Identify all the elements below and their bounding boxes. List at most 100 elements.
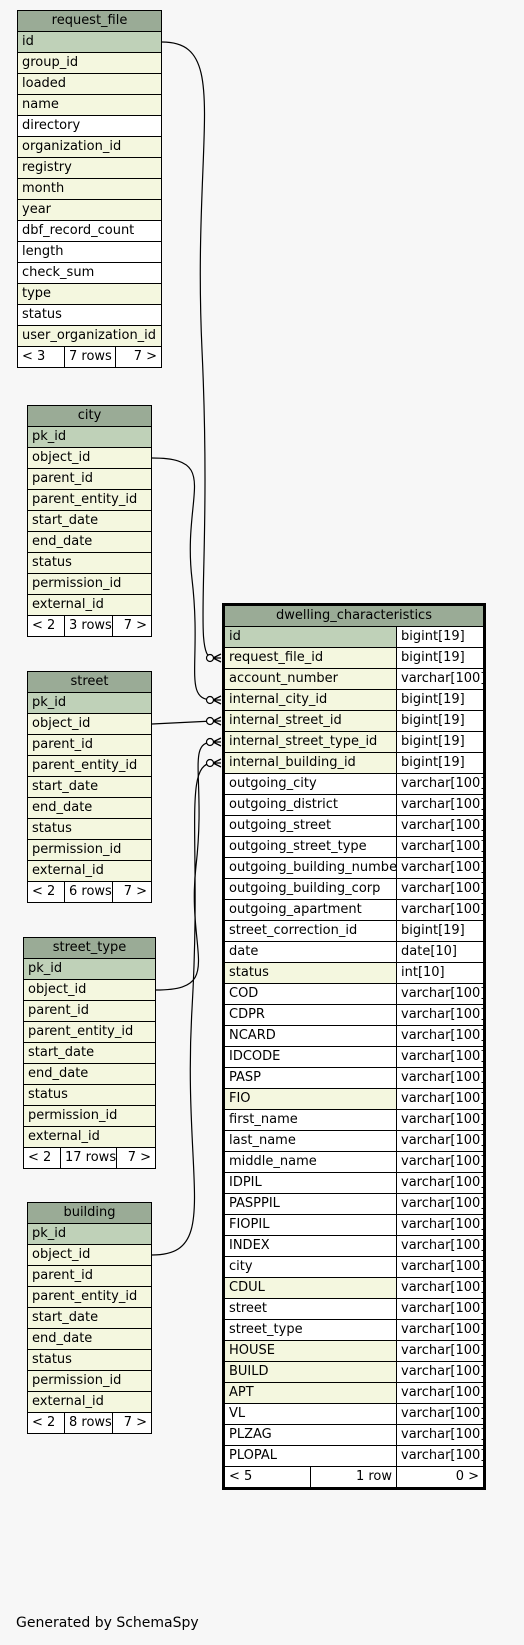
column-parent-id: parent_id — [24, 1001, 155, 1021]
column-type: varchar[100] — [397, 1278, 483, 1298]
column-group-id: group_id — [18, 53, 161, 73]
column-outgoing-building-corp: outgoing_building_corp — [225, 879, 396, 899]
footer-row-count: 7 rows — [65, 347, 115, 367]
column-permission-id: permission_id — [24, 1106, 155, 1126]
column-end-date: end_date — [28, 532, 151, 552]
optional-circle-marker — [205, 653, 215, 663]
footer-row-count: 3 rows — [65, 616, 112, 636]
column-id: id — [18, 32, 161, 52]
column-object-id: object_id — [28, 448, 151, 468]
column-first-name: first_name — [225, 1110, 396, 1130]
column-type: varchar[100] — [397, 1005, 483, 1025]
column-type: varchar[100] — [397, 816, 483, 836]
column-street-type: street_type — [225, 1320, 396, 1340]
column-type: varchar[100] — [397, 1341, 483, 1361]
column-external-id: external_id — [28, 1392, 151, 1412]
column-start-date: start_date — [28, 511, 151, 531]
column-parent-id: parent_id — [28, 735, 151, 755]
column-type: bigint[19] — [397, 711, 483, 731]
column-id: id — [225, 627, 396, 647]
relationship-line-street-type — [155, 741, 214, 991]
column-vl: VL — [225, 1404, 396, 1424]
column-type: varchar[100] — [397, 1131, 483, 1151]
column-cdul: CDUL — [225, 1278, 396, 1298]
footer-child-count: 7 > — [113, 1413, 151, 1433]
column-type: varchar[100] — [397, 1194, 483, 1214]
column-fio: FIO — [225, 1089, 396, 1109]
column-parent-id: parent_id — [28, 1266, 151, 1286]
column-registry: registry — [18, 158, 161, 178]
column-outgoing-apartment: outgoing_apartment — [225, 900, 396, 920]
table-title: street — [28, 672, 151, 692]
column-type: varchar[100] — [397, 1236, 483, 1256]
column-internal-city-id: internal_city_id — [225, 690, 396, 710]
column-internal-street-type-id: internal_street_type_id — [225, 732, 396, 752]
optional-circle-marker — [205, 737, 215, 747]
column-street: street — [225, 1299, 396, 1319]
column-external-id: external_id — [24, 1127, 155, 1147]
column-type: varchar[100] — [397, 1047, 483, 1067]
column-internal-street-id: internal_street_id — [225, 711, 396, 731]
column-city: city — [225, 1257, 396, 1277]
column-pk-id: pk_id — [28, 427, 151, 447]
column-type: bigint[19] — [397, 921, 483, 941]
column-type: varchar[100] — [397, 1257, 483, 1277]
column-parent-entity-id: parent_entity_id — [28, 1287, 151, 1307]
column-cod: COD — [225, 984, 396, 1004]
column-outgoing-street: outgoing_street — [225, 816, 396, 836]
column-request-file-id: request_file_id — [225, 648, 396, 668]
column-type: varchar[100] — [397, 858, 483, 878]
column-length: length — [18, 242, 161, 262]
column-pasppil: PASPPIL — [225, 1194, 396, 1214]
footer-row-count: 1 row — [311, 1467, 396, 1487]
column-type: varchar[100] — [397, 774, 483, 794]
column-external-id: external_id — [28, 595, 151, 615]
crows-foot-marker — [212, 716, 222, 726]
column-object-id: object_id — [24, 980, 155, 1000]
column-house: HOUSE — [225, 1341, 396, 1361]
column-status: status — [18, 305, 161, 325]
table-title: dwelling_characteristics — [225, 606, 483, 626]
relationship-line-city — [151, 457, 214, 701]
footer-child-count: 7 > — [116, 347, 161, 367]
optional-circle-marker — [205, 716, 215, 726]
column-outgoing-street-type: outgoing_street_type — [225, 837, 396, 857]
column-outgoing-city: outgoing_city — [225, 774, 396, 794]
relationship-line-request-file — [161, 41, 214, 659]
column-organization-id: organization_id — [18, 137, 161, 157]
footer-parent-count: < 2 — [28, 616, 64, 636]
column-type: bigint[19] — [397, 690, 483, 710]
optional-circle-marker — [205, 695, 215, 705]
footer-parent-count: < 2 — [28, 882, 64, 902]
column-parent-id: parent_id — [28, 469, 151, 489]
column-type: varchar[100] — [397, 1299, 483, 1319]
column-type: varchar[100] — [397, 1215, 483, 1235]
table-title: building — [28, 1203, 151, 1223]
column-last-name: last_name — [225, 1131, 396, 1151]
crows-foot-marker — [212, 737, 222, 747]
crows-foot-marker — [212, 758, 222, 768]
column-name: name — [18, 95, 161, 115]
relationship-line-building — [151, 762, 214, 1256]
column-type: varchar[100] — [397, 1383, 483, 1403]
column-type: int[10] — [397, 963, 483, 983]
column-street-correction-id: street_correction_id — [225, 921, 396, 941]
column-start-date: start_date — [28, 1308, 151, 1328]
footer-child-count: 0 > — [397, 1467, 483, 1487]
footer-parent-count: < 5 — [225, 1467, 310, 1487]
table-title: city — [28, 406, 151, 426]
column-plopal: PLOPAL — [225, 1446, 396, 1466]
column-type: bigint[19] — [397, 648, 483, 668]
column-type: varchar[100] — [397, 900, 483, 920]
column-directory: directory — [18, 116, 161, 136]
footer-child-count: 7 > — [117, 1148, 155, 1168]
column-ncard: NCARD — [225, 1026, 396, 1046]
column-end-date: end_date — [24, 1064, 155, 1084]
column-type: varchar[100] — [397, 1026, 483, 1046]
table-title: request_file — [18, 11, 161, 31]
column-type: varchar[100] — [397, 1362, 483, 1382]
column-dbf-record-count: dbf_record_count — [18, 221, 161, 241]
